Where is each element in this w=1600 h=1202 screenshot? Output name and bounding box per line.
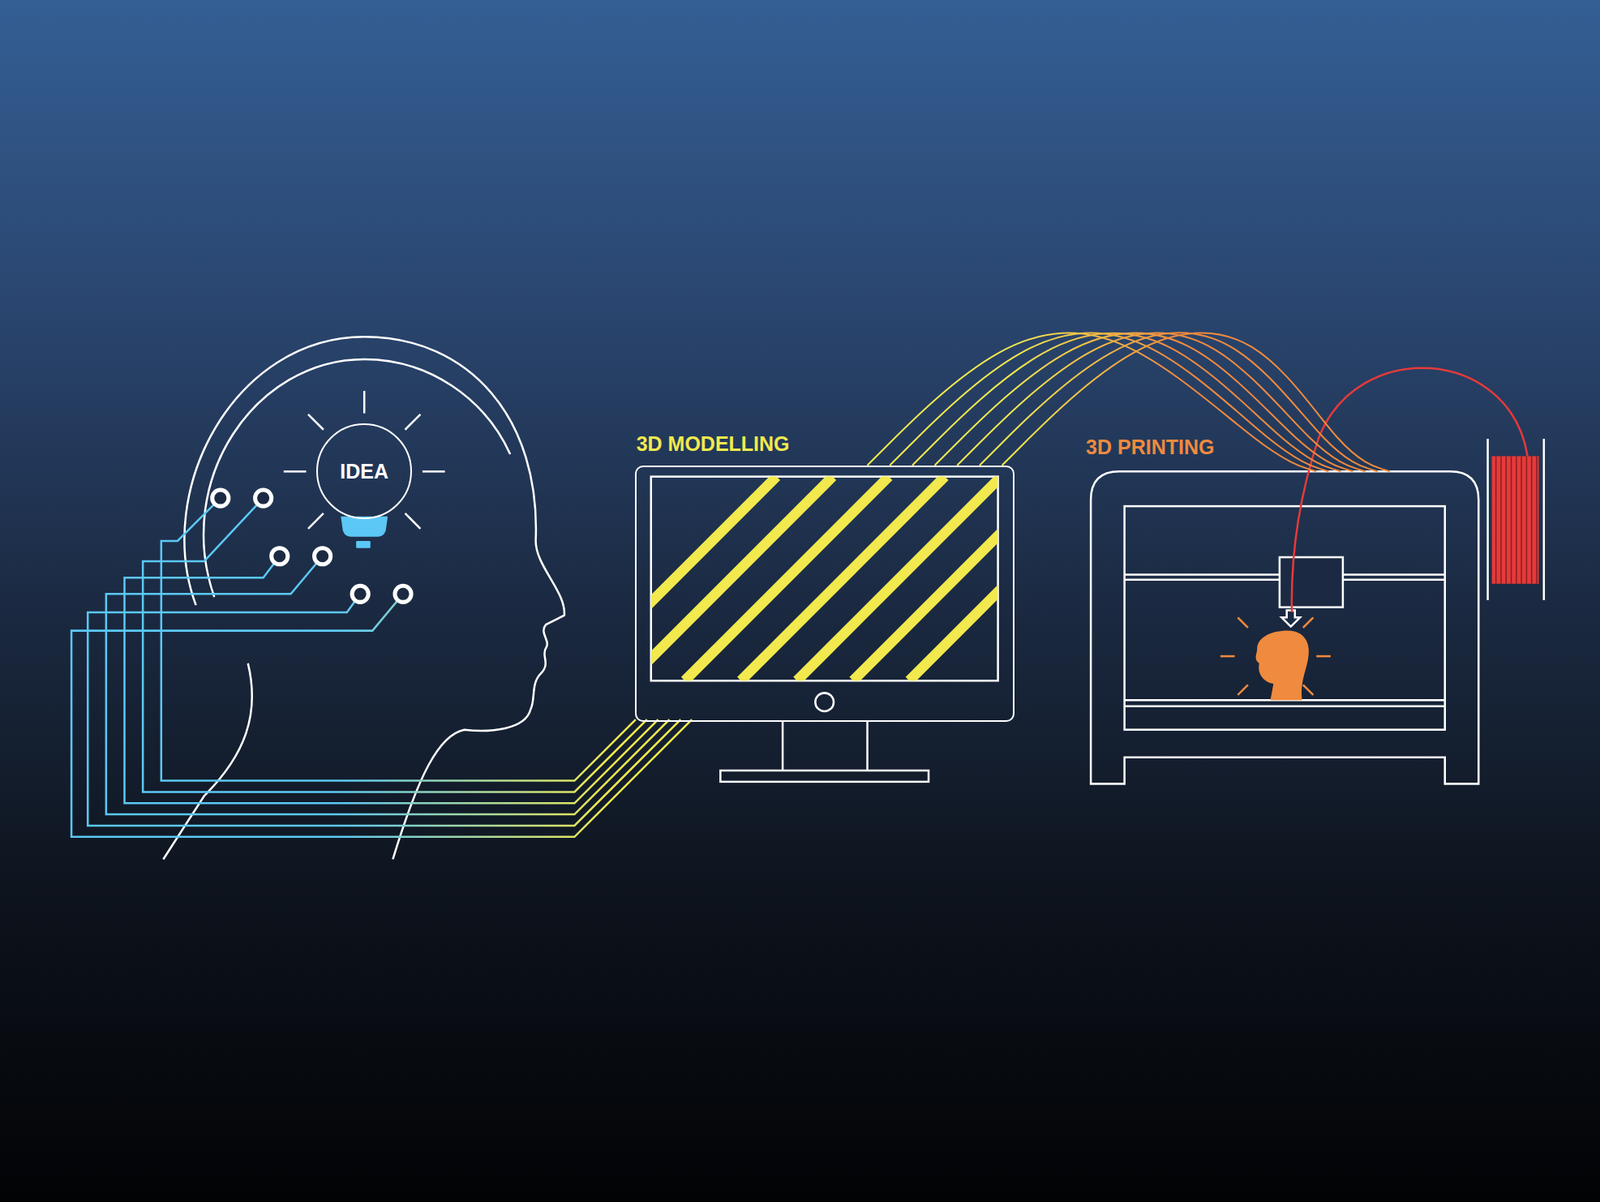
ribbon-strand [956,333,1365,472]
screen-stripes [651,476,999,682]
idea-label: IDEA [339,460,389,484]
bulb-base [340,516,388,549]
spool-coil [1505,455,1507,584]
screen-stripe [853,476,999,682]
stage-heading: 3D MODELLING [636,433,790,456]
screen-stripe [684,476,889,682]
ribbon-strand [935,333,1354,472]
spool-coil [1495,455,1498,584]
screen-stripe [909,476,998,682]
ribbon-strand [979,333,1378,472]
modelling-monitor: 3D MODELLING [634,465,1015,722]
screen-stripe [741,476,946,682]
printing-machine: 3D PRINTING [1090,471,1479,784]
stage-heading: 3D PRINTING [1085,436,1214,459]
spool-coil [1535,455,1538,584]
ribbon-strand [867,333,1317,472]
data-ribbon [867,333,1390,472]
spool-coil [1500,455,1502,584]
monitor-parts [651,476,999,782]
ribbon-strand [1002,333,1390,472]
printed-head [1220,617,1331,700]
circuit-dots [212,489,412,602]
spool-coil [1526,455,1528,584]
spool-coil [1520,455,1523,584]
spool-coil [1515,455,1518,584]
bulb-rays [283,390,446,529]
printer-body [1090,471,1479,784]
spool-coil [1531,455,1533,584]
screen-stripe [651,476,833,682]
spool-coil [1510,455,1513,584]
filament-strand [1291,368,1528,613]
circuit-wires [71,497,692,837]
artwork [71,336,1545,859]
idea-bulb: IDEA [316,423,412,520]
filament-spool [1488,438,1545,601]
screen-stripe [797,476,999,682]
